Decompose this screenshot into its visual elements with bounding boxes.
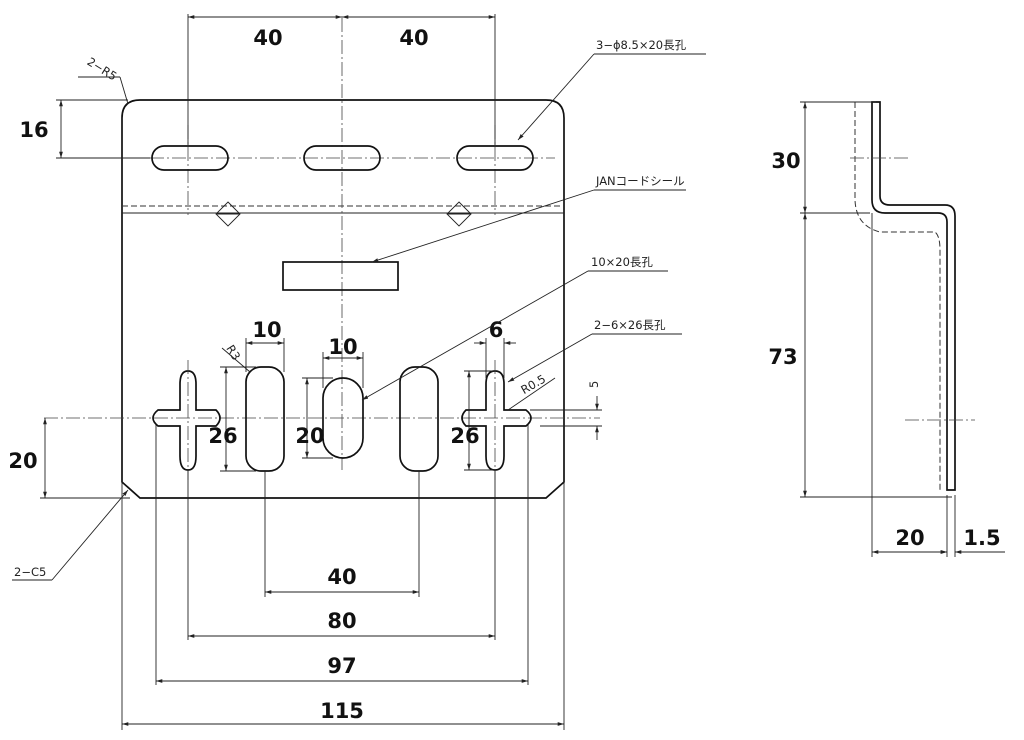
- svg-text:2−R5: 2−R5: [85, 54, 120, 83]
- front-view: 40 40 16 20 10 R3: [8, 14, 706, 730]
- jan-label-area: [282, 261, 399, 291]
- top-slot-left: [151, 145, 229, 171]
- dim-side-depth-20: 20: [895, 526, 924, 550]
- dim-height-20: 20: [8, 449, 37, 473]
- dim-top-left: 40: [253, 26, 282, 50]
- note-chamfer: 2−C5: [12, 489, 129, 581]
- note-corner-radius: 2−R5: [78, 54, 129, 105]
- t-slot-left: [152, 370, 221, 471]
- dim-bottom-97: 97: [327, 654, 356, 678]
- side-view: 30 73 20 1.5: [768, 101, 1005, 557]
- dim-26-left: 26: [208, 366, 256, 472]
- top-slot-right: [456, 145, 534, 171]
- dim-20-center: 20: [295, 377, 333, 459]
- dim-side-height-73: 73: [768, 345, 797, 369]
- svg-text:2−C5: 2−C5: [14, 565, 46, 579]
- svg-text:2−6×26長孔: 2−6×26長孔: [594, 318, 666, 332]
- dim-top: 40 40: [187, 14, 496, 145]
- svg-text:10×20長孔: 10×20長孔: [591, 255, 653, 269]
- dim-10-center: 10: [322, 335, 364, 388]
- dim-center-slot-width-10: 10: [328, 335, 357, 359]
- dim-r05-5: R0.5 5: [507, 372, 602, 440]
- dim-10-left: 10 R3: [221, 318, 285, 373]
- dim-26-right: 26: [450, 370, 496, 471]
- top-slot-center: [303, 145, 381, 171]
- note-side-holes: 2−6×26長孔: [507, 318, 682, 383]
- dim-offset-5: 5: [587, 381, 601, 388]
- dim-bottom-80: 80: [327, 609, 356, 633]
- dim-slot-width-6: 6: [489, 318, 504, 342]
- svg-text:3−ϕ8.5×20長孔: 3−ϕ8.5×20長孔: [596, 38, 687, 52]
- dim-slot-width-10: 10: [252, 318, 281, 342]
- slot-right: [399, 366, 439, 472]
- note-center-hole: 10×20長孔: [361, 255, 668, 401]
- dim-side-height-30: 30: [771, 149, 800, 173]
- note-jan-label: JANコードシール: [371, 174, 686, 263]
- dim-height-16: 16: [19, 118, 48, 142]
- slot-center: [322, 377, 364, 459]
- dim-side-thickness: 1.5: [963, 526, 1000, 550]
- diamond-mark-right: [446, 201, 472, 227]
- dim-20-left: 20: [8, 418, 130, 499]
- plate-outline: [121, 99, 565, 499]
- dim-top-right: 40: [399, 26, 428, 50]
- note-top-holes: 3−ϕ8.5×20長孔: [517, 38, 706, 141]
- dim-slot-len-20: 20: [295, 424, 324, 448]
- slot-left: [245, 366, 285, 472]
- dim-slot-len-26-left: 26: [208, 424, 237, 448]
- dim-side-30: 30: [771, 101, 876, 214]
- side-profile: [871, 101, 956, 491]
- dim-side-73: 73: [768, 213, 952, 498]
- dim-bottom: 40 80 97 115: [121, 425, 565, 730]
- dim-16: 16: [19, 99, 150, 159]
- dim-bottom-40: 40: [327, 565, 356, 589]
- side-hidden-line: [854, 102, 941, 490]
- dim-radius-r3: R3: [223, 342, 243, 362]
- diamond-mark-left: [215, 201, 241, 227]
- dim-bottom-115: 115: [320, 699, 364, 723]
- dim-slot-len-26-right: 26: [450, 424, 479, 448]
- svg-text:JANコードシール: JANコードシール: [595, 174, 685, 188]
- dim-side-depth: 20 1.5: [871, 213, 1005, 557]
